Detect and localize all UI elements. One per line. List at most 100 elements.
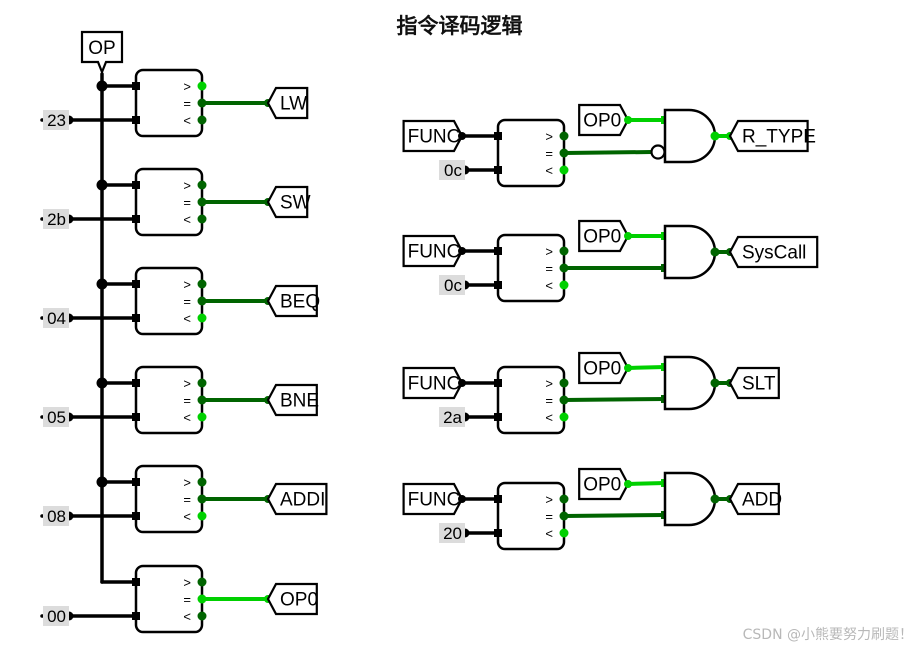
op-port-label: = <box>183 96 191 111</box>
output-label-tag <box>266 482 328 516</box>
op-comparator-4: 08>=<ADDI <box>40 464 328 534</box>
op-tap-junction <box>96 278 108 290</box>
op-decoder-column: OP23>=<LW2b>=<SW04>=<BEQ05>=<BNE08>=<ADD… <box>40 30 328 634</box>
output-label: SW <box>280 193 311 214</box>
func-input-label-tag <box>402 234 464 268</box>
op-comparator <box>134 266 204 336</box>
eq-output-pin <box>197 296 207 306</box>
eq-output-pin <box>197 197 207 207</box>
and-output-pin <box>710 494 720 504</box>
op-port-label: > <box>183 79 191 94</box>
func-constant-value-bg <box>439 407 465 427</box>
func-constant-value: 0c <box>444 161 462 180</box>
func-port-label: < <box>545 278 553 293</box>
func-constant-value-bg <box>439 523 465 543</box>
watermark: CSDN @小熊要努力刷题！ <box>742 627 913 643</box>
func-constant-value: 20 <box>443 524 462 543</box>
op-port-label: = <box>183 393 191 408</box>
gt-output-pin <box>197 378 207 388</box>
op0-input-label-tag <box>578 103 630 137</box>
func-output-label: ADD <box>742 490 782 511</box>
func-port-label: < <box>545 526 553 541</box>
output-label-tag <box>266 185 309 219</box>
func-and-gate <box>663 224 717 280</box>
op-tap-junction <box>96 80 108 92</box>
func-and-gate <box>663 471 717 527</box>
func-port-label: = <box>545 509 553 524</box>
func-port-label: > <box>545 376 553 391</box>
output-label-tag <box>266 582 318 616</box>
op-port-label: < <box>183 113 191 128</box>
op-comparator-3: 05>=<BNE <box>40 365 319 435</box>
func-and-gate <box>663 108 717 164</box>
op-port-label: = <box>183 294 191 309</box>
func-input-label-tag <box>402 366 464 400</box>
eq-output-pin <box>197 494 207 504</box>
lt-output-pin <box>197 412 207 422</box>
output-label: BEQ <box>280 292 320 313</box>
func-input-a-pin <box>494 379 502 387</box>
op-port-label: > <box>183 475 191 490</box>
op-port-label: < <box>183 410 191 425</box>
lt-output-pin <box>559 280 569 290</box>
func-input-pin <box>458 495 466 503</box>
op-comparator-5: 00>=<OP0 <box>40 564 318 634</box>
func-decoder-column: FUNC0c>=<OP0R_TYPEFUNC0c>=<OP0SysCallFUN… <box>402 103 819 551</box>
constant-value: 2b <box>47 210 66 229</box>
op-port-label: > <box>183 575 191 590</box>
func-input-label: FUNC <box>408 490 461 511</box>
func-input-a-pin <box>494 495 502 503</box>
op0-input-pin <box>624 116 632 124</box>
gt-output-pin <box>197 279 207 289</box>
op0-input-pin <box>624 480 632 488</box>
func-output-label-tag <box>728 235 819 269</box>
gt-output-pin <box>197 180 207 190</box>
op-comparator-2: 04>=<BEQ <box>40 266 320 336</box>
lt-output-pin <box>197 511 207 521</box>
op0-input-label-tag <box>578 219 630 253</box>
and-output-pin <box>710 247 720 257</box>
op-port-label: < <box>183 509 191 524</box>
gt-output-pin <box>559 378 569 388</box>
op0-input-pin <box>624 364 632 372</box>
func-comparator <box>496 118 566 188</box>
func-input-pin <box>458 247 466 255</box>
op-comparator <box>134 564 204 634</box>
output-label: ADDI <box>280 490 325 511</box>
op-input-b-pin <box>132 512 140 520</box>
func-port-label: > <box>545 492 553 507</box>
func-port-label: = <box>545 146 553 161</box>
op-input-b-pin <box>132 116 140 124</box>
eq-to-and-wire <box>562 397 667 402</box>
func-input-a-pin <box>494 247 502 255</box>
constant-value-bg <box>43 606 69 626</box>
op-comparator-1: 2b>=<SW <box>40 167 311 237</box>
op-tap-junction <box>96 476 108 488</box>
op-input-b-pin <box>132 612 140 620</box>
op-input-a-pin <box>132 478 140 486</box>
lt-output-pin <box>559 528 569 538</box>
output-label-tag <box>266 86 309 120</box>
and-output-pin <box>710 378 720 388</box>
func-port-label: = <box>545 261 553 276</box>
op0-input-label: OP0 <box>583 359 621 380</box>
output-label: LW <box>280 94 307 115</box>
op-port-label: > <box>183 178 191 193</box>
constant-value: 04 <box>47 309 66 328</box>
func-input-b-pin <box>494 166 502 174</box>
func-input-b-pin <box>494 281 502 289</box>
func-input-b-pin <box>494 413 502 421</box>
op-port-label: = <box>183 195 191 210</box>
output-label-tag <box>266 284 318 318</box>
eq-output-pin <box>197 98 207 108</box>
func-output-label-tag <box>728 482 780 516</box>
op-input-b-pin <box>132 413 140 421</box>
constant-value: 00 <box>47 607 66 626</box>
gt-output-pin <box>197 477 207 487</box>
eq-to-and-wire <box>562 150 654 155</box>
lt-output-pin <box>197 115 207 125</box>
func-port-label: > <box>545 129 553 144</box>
